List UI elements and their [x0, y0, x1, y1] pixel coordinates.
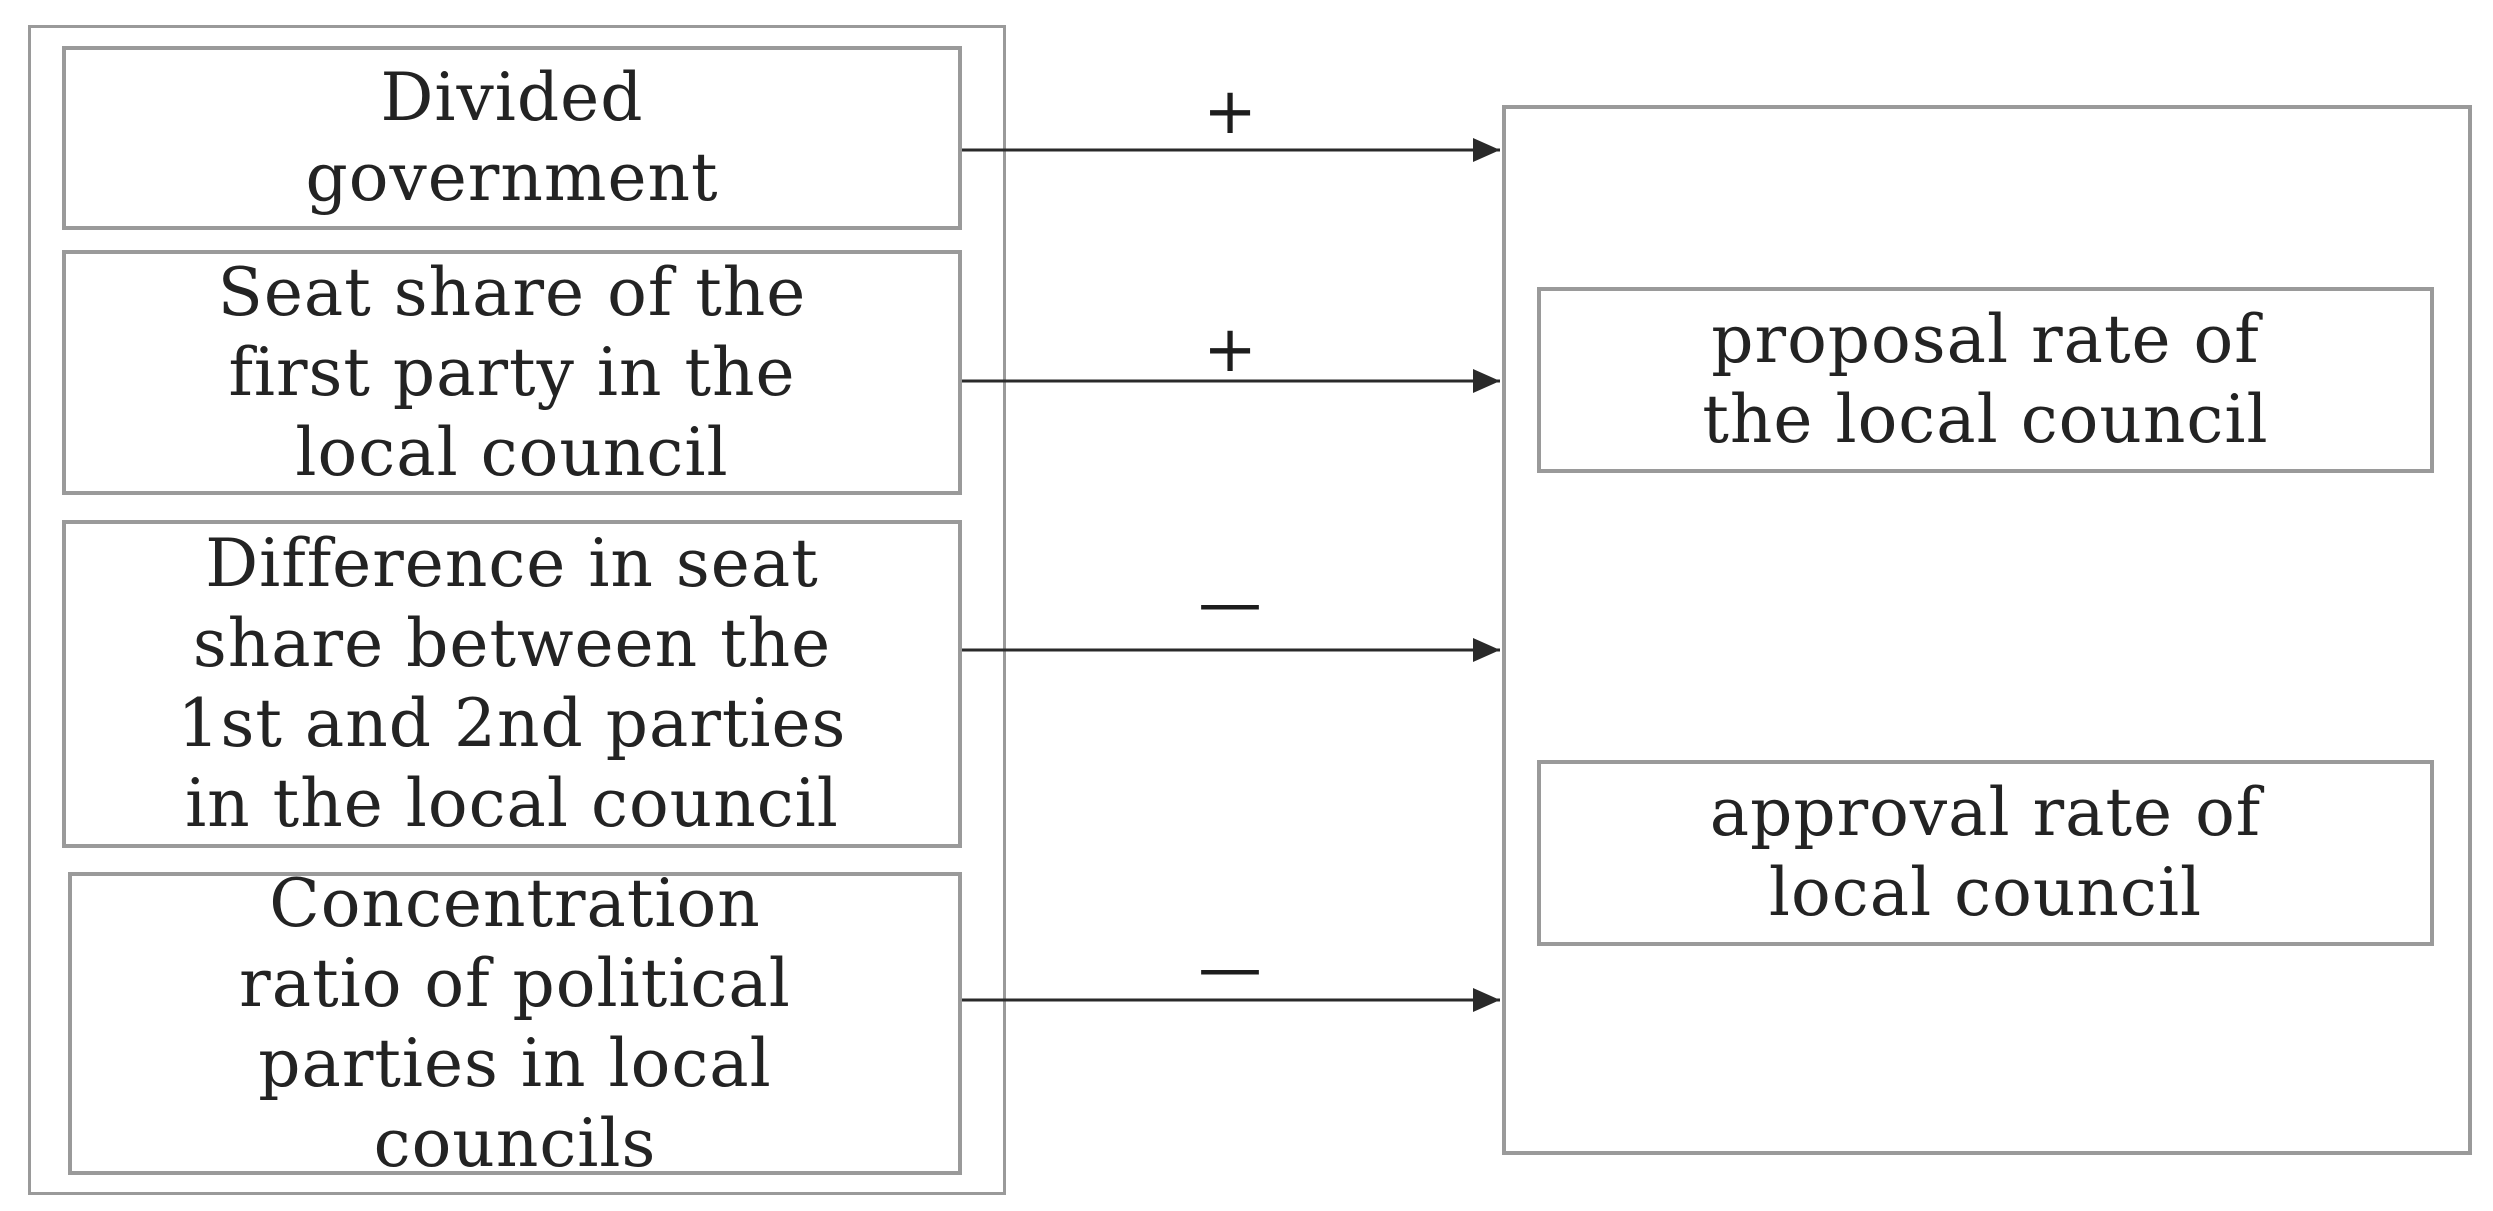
outcome-box-proposal-rate: proposal rate of the local council — [1537, 287, 2434, 473]
outcome-box-approval-rate: approval rate of local council — [1537, 760, 2434, 946]
predictor-label-line: first party in the — [228, 333, 796, 411]
predictor-box-seat-share: Seat share of the first party in the loc… — [62, 250, 962, 495]
predictor-label-line: local council — [295, 413, 729, 491]
predictor-label-line: government — [305, 139, 719, 216]
outcomes-group-frame — [1502, 105, 2472, 1155]
predictor-label-line: parties in local — [258, 1024, 772, 1102]
outcome-label-line: local council — [1768, 854, 2203, 931]
outcome-label-line: approval rate of — [1709, 774, 2262, 851]
effect-sign-minus: — — [1198, 932, 1262, 1006]
predictor-label-line: Concentration — [269, 864, 761, 942]
predictor-box-concentration-ratio: Concentration ratio of political parties… — [68, 865, 962, 1182]
predictor-label-line: Seat share of the — [217, 253, 807, 331]
predictor-box-seat-share-difference: Difference in seat share between the 1st… — [62, 520, 962, 848]
effect-sign-plus: + — [1203, 313, 1257, 387]
predictor-label-line: in the local council — [185, 765, 839, 842]
predictor-label-line: Divided — [380, 59, 644, 136]
predictor-box-divided-government: Divided government — [62, 46, 962, 230]
outcome-label-line: proposal rate of — [1711, 301, 2260, 378]
predictor-label-line: share between the — [192, 605, 832, 682]
predictors-group-frame — [28, 25, 1006, 1195]
predictor-label-line: ratio of political — [239, 944, 791, 1022]
predictor-label-line: 1st and 2nd parties — [177, 685, 847, 762]
predictor-label-line: councils — [373, 1104, 657, 1182]
outcome-label-line: the local council — [1702, 381, 2269, 458]
effect-sign-minus: — — [1198, 567, 1262, 641]
predictor-label-line: Difference in seat — [205, 525, 819, 602]
effect-sign-plus: + — [1203, 75, 1257, 149]
